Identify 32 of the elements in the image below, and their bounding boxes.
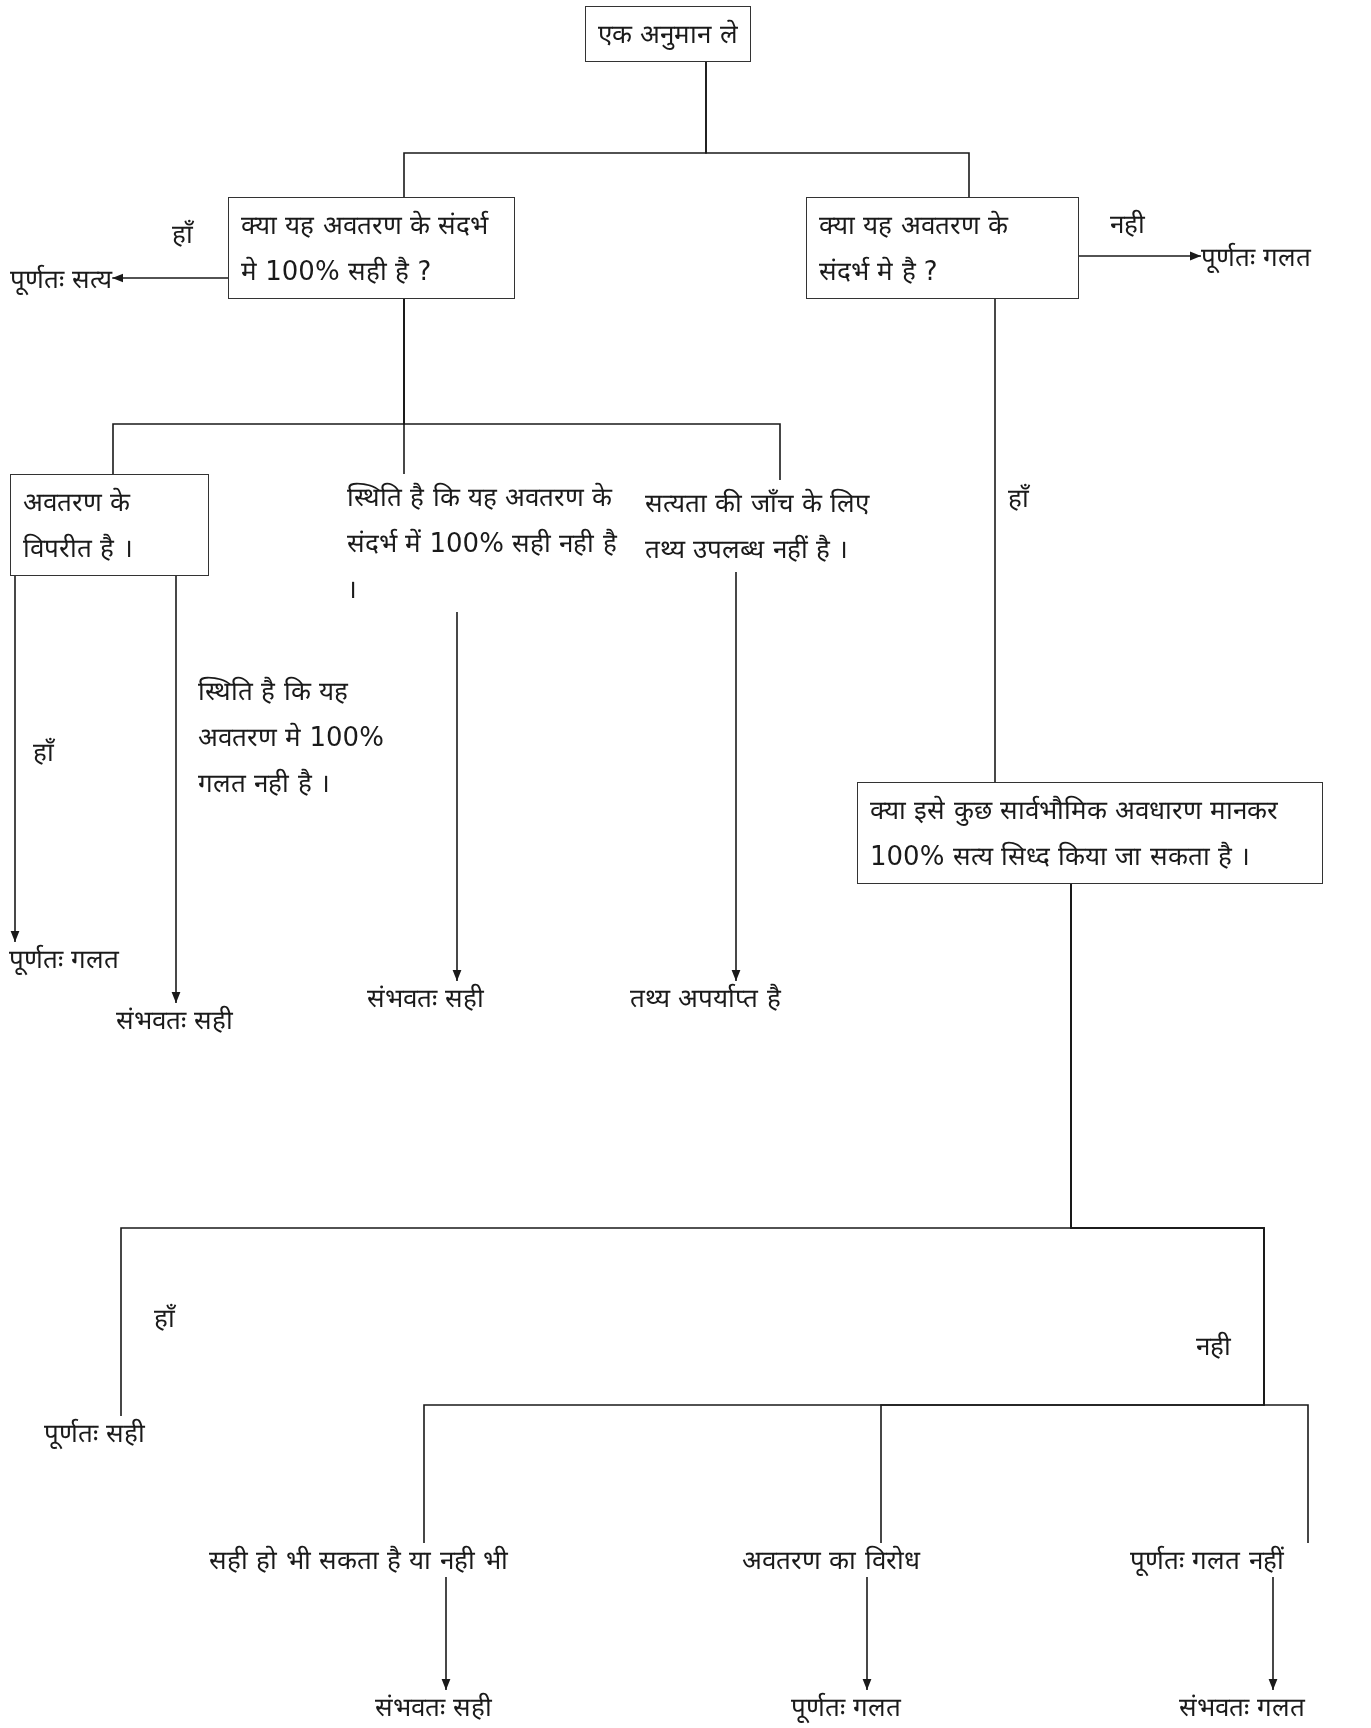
result-text: संभवतः सही bbox=[367, 981, 485, 1015]
arrow bbox=[111, 273, 229, 283]
result-text: पूर्णतः सत्य bbox=[10, 262, 113, 296]
arrow bbox=[452, 611, 462, 982]
condition-text: अवतरण का विरोध bbox=[742, 1543, 920, 1577]
connector-line bbox=[403, 298, 781, 481]
arrow bbox=[1078, 251, 1202, 261]
question-box: क्या यह अवतरण के संदर्भ मे है ? bbox=[806, 197, 1079, 299]
arrow bbox=[731, 571, 741, 982]
result-text: संभवतः गलत bbox=[1179, 1690, 1306, 1724]
arrow bbox=[1268, 1576, 1278, 1691]
arrow bbox=[171, 575, 181, 1004]
arrow bbox=[441, 1576, 451, 1691]
result-text: पूर्णतः गलत bbox=[9, 942, 120, 976]
result-text: पूर्णतः गलत bbox=[791, 1690, 902, 1724]
condition-text: सही हो भी सकता है या नही भी bbox=[209, 1543, 508, 1577]
condition-text: स्थिति है कि यह अवतरण के संदर्भ में 100% सही नही है । bbox=[347, 474, 617, 612]
connector-line bbox=[705, 61, 970, 198]
result-text: पूर्णतः गलत bbox=[1201, 240, 1312, 274]
result-text: संभवतः सही bbox=[116, 1003, 234, 1037]
arrow bbox=[862, 1576, 872, 1691]
result-text: पूर्णतः सही bbox=[44, 1416, 146, 1450]
condition-text: सत्यता की जाँच के लिए तथ्य उपलब्ध नहीं है । bbox=[645, 480, 880, 572]
condition-box: अवतरण के विपरीत है । bbox=[10, 474, 209, 576]
result-text: तथ्य अपर्याप्त है bbox=[630, 981, 781, 1015]
condition-text: पूर्णतः गलत नहीं bbox=[1130, 1543, 1284, 1577]
question-box: क्या यह अवतरण के संदर्भ मे 100% सही है ? bbox=[228, 197, 515, 299]
arrow bbox=[10, 575, 20, 943]
connector-line bbox=[994, 298, 996, 783]
result-text: संभवतः सही bbox=[375, 1690, 493, 1724]
start-box: एक अनुमान ले bbox=[585, 6, 751, 62]
question-box: क्या इसे कुछ सार्वभौमिक अवधारण मानकर 100% सत्य सिध्द किया जा सकता है । bbox=[857, 782, 1323, 884]
